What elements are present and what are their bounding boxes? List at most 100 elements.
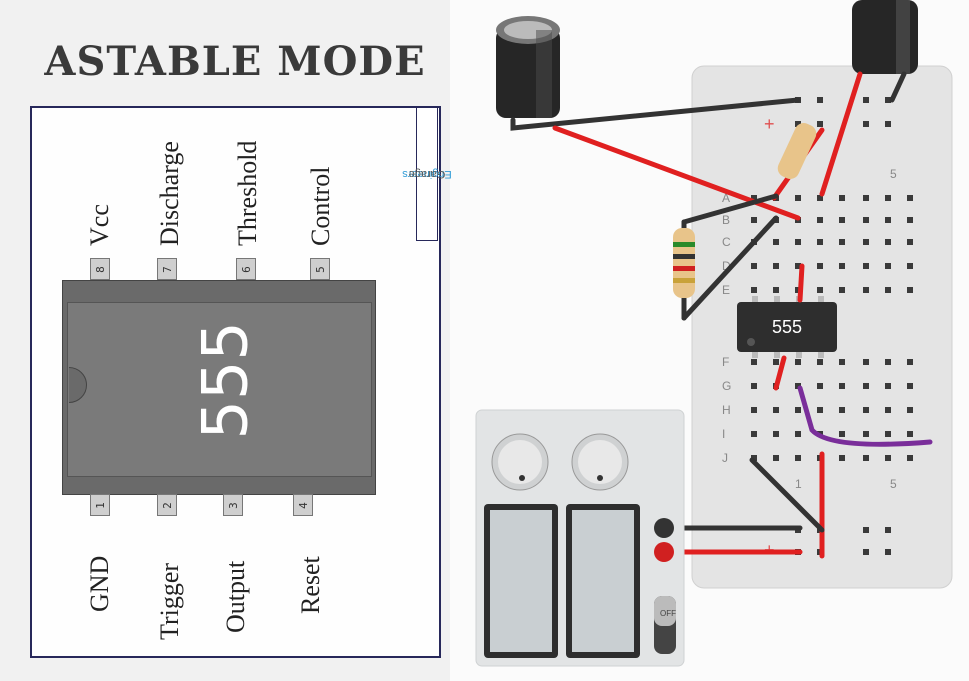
- row-labels: A B C D E F G H I J: [722, 191, 731, 465]
- breadboard-hole: [885, 287, 891, 293]
- resistor-left: [673, 228, 695, 298]
- pin-1: 1: [90, 494, 110, 516]
- rail-hole: [885, 121, 891, 127]
- breadboard-hole: [751, 359, 757, 365]
- ic-label: 555: [188, 321, 262, 440]
- row-label-f: F: [722, 355, 729, 369]
- breadboard-hole: [863, 383, 869, 389]
- breadboard-hole: [863, 263, 869, 269]
- breadboard-hole: [773, 431, 779, 437]
- capacitor-left: [496, 16, 560, 118]
- breadboard-hole: [795, 407, 801, 413]
- breadboard-hole: [907, 263, 913, 269]
- breadboard-hole: [839, 359, 845, 365]
- row-label-d: D: [722, 259, 731, 273]
- breadboard-hole: [839, 383, 845, 389]
- breadboard-hole: [885, 217, 891, 223]
- breadboard-hole: [839, 263, 845, 269]
- row-label-i: I: [722, 427, 725, 441]
- breadboard-hole: [907, 383, 913, 389]
- pin-label-gnd: GND: [85, 555, 114, 612]
- breadboard-hole: [795, 239, 801, 245]
- capacitor-right: [852, 0, 918, 74]
- rail-hole: [863, 527, 869, 533]
- row-label-j: J: [722, 451, 728, 465]
- breadboard-hole: [773, 407, 779, 413]
- rail-hole: [885, 527, 891, 533]
- breadboard-hole: [751, 195, 757, 201]
- breadboard-hole: [817, 359, 823, 365]
- rail-hole: [863, 549, 869, 555]
- breadboard-hole: [773, 263, 779, 269]
- breadboard-hole: [817, 217, 823, 223]
- psu-off-label: OFF: [660, 609, 676, 618]
- power-supply: OFF: [475, 409, 685, 667]
- pin-3: 3: [223, 494, 243, 516]
- breadboard-hole: [817, 407, 823, 413]
- breadboard-hole: [817, 287, 823, 293]
- rail-hole: [885, 549, 891, 555]
- breadboard-hole: [817, 239, 823, 245]
- breadboard-ic-label: 555: [772, 317, 802, 337]
- ic-face: [67, 302, 372, 477]
- breadboard-hole: [863, 195, 869, 201]
- breadboard-hole: [863, 239, 869, 245]
- breadboard-hole: [907, 359, 913, 365]
- breadboard-hole: [885, 359, 891, 365]
- pin-6: 6: [236, 258, 256, 280]
- rail-hole: [817, 121, 823, 127]
- pin-8: 8: [90, 258, 110, 280]
- page-title: ASTABLE MODE: [44, 38, 426, 85]
- pin-label-threshold: Threshold: [233, 140, 262, 246]
- breadboard-hole: [773, 359, 779, 365]
- breadboard-hole: [885, 431, 891, 437]
- breadboard-hole: [795, 383, 801, 389]
- breadboard-ic: [737, 302, 837, 352]
- breadboard-hole: [907, 431, 913, 437]
- breadboard-hole: [839, 195, 845, 201]
- breadboard-hole: [907, 217, 913, 223]
- pin-2: 2: [157, 494, 177, 516]
- pin-5: 5: [310, 258, 330, 280]
- row-label-a: A: [722, 191, 730, 205]
- row-label-b: B: [722, 213, 730, 227]
- breadboard-hole: [885, 239, 891, 245]
- breadboard-hole: [863, 407, 869, 413]
- breadboard-hole: [795, 359, 801, 365]
- pin-4: 4: [293, 494, 313, 516]
- pin-7: 7: [157, 258, 177, 280]
- rail-hole: [795, 121, 801, 127]
- breadboard-hole: [751, 217, 757, 223]
- breadboard-hole: [773, 287, 779, 293]
- breadboard-hole: [885, 407, 891, 413]
- breadboard-hole: [885, 195, 891, 201]
- rail-hole: [863, 121, 869, 127]
- breadboard-hole: [795, 195, 801, 201]
- breadboard-hole: [907, 195, 913, 201]
- pin-label-vcc: Vcc: [85, 204, 114, 246]
- pin-label-reset: Reset: [296, 556, 325, 614]
- pin-label-discharge: Discharge: [155, 141, 184, 246]
- breadboard-hole: [817, 383, 823, 389]
- breadboard-hole: [907, 407, 913, 413]
- breadboard-hole: [751, 407, 757, 413]
- brand-part2: Garage: [408, 168, 446, 180]
- breadboard-hole: [751, 383, 757, 389]
- breadboard-hole: [773, 455, 779, 461]
- row-label-h: H: [722, 403, 731, 417]
- breadboard-hole: [795, 431, 801, 437]
- rail-hole: [885, 97, 891, 103]
- col-label-1: 1: [795, 477, 802, 491]
- rail-hole: [863, 97, 869, 103]
- pin-label-trigger: Trigger: [155, 562, 184, 640]
- breadboard-hole: [751, 455, 757, 461]
- breadboard-hole: [839, 407, 845, 413]
- breadboard-hole: [751, 263, 757, 269]
- breadboard-hole: [839, 239, 845, 245]
- rail-hole: [817, 97, 823, 103]
- resistor-top: [777, 123, 817, 179]
- breadboard-hole: [885, 455, 891, 461]
- breadboard-illustration: + + A B C D E F G H I J 1 5 5 555: [475, 0, 953, 667]
- breadboard-hole: [839, 287, 845, 293]
- col-label-5: 5: [890, 477, 897, 491]
